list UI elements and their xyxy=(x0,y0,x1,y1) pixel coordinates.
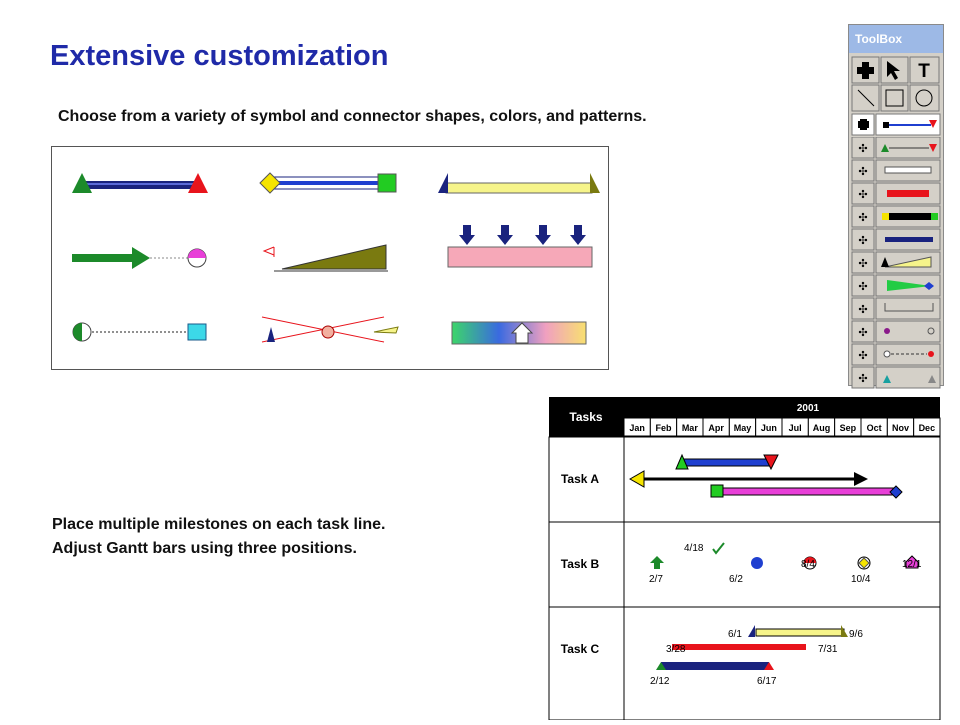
task-a-label: Task A xyxy=(561,472,599,486)
sample-pink-bar-with-arrows[interactable] xyxy=(448,225,592,267)
plus-icon[interactable] xyxy=(852,57,879,83)
style-row-7[interactable]: ✣ xyxy=(852,252,940,273)
task-b-label-8-4: 8/4 xyxy=(801,559,815,570)
style-row-6[interactable]: ✣ xyxy=(852,229,940,250)
year-header: 2001 xyxy=(797,403,820,414)
style-row-12[interactable]: ✣ xyxy=(852,367,940,388)
sample-navy-bar[interactable] xyxy=(72,173,208,193)
month-label: Dec xyxy=(919,423,936,433)
shape-samples-canvas xyxy=(52,147,608,369)
sample-crossed-connector[interactable] xyxy=(262,317,398,342)
svg-text:✣: ✣ xyxy=(858,281,867,293)
month-label: Sep xyxy=(840,423,857,433)
task-b-label-6-2: 6/2 xyxy=(729,574,743,585)
sample-yellow-bar[interactable] xyxy=(438,173,600,193)
toolbox-window[interactable]: ToolBox T xyxy=(848,24,944,386)
task-b-milestone-6-2[interactable] xyxy=(751,557,763,569)
style-row-4[interactable]: ✣ xyxy=(852,183,940,204)
svg-text:✣: ✣ xyxy=(858,258,867,270)
subtitle: Choose from a variety of symbol and conn… xyxy=(58,108,647,126)
month-label: Jul xyxy=(789,423,802,433)
sample-dotted-connector[interactable] xyxy=(73,323,206,341)
shape-samples-panel xyxy=(51,146,609,370)
gantt-canvas: Tasks 2001 Jan Feb Mar Apr May Jun Jul Aug Sep Oc… xyxy=(548,397,941,720)
task-c-label-9-6: 9/6 xyxy=(849,629,863,640)
style-row-9[interactable]: ✣ xyxy=(852,298,940,319)
svg-text:T: T xyxy=(918,61,930,82)
svg-text:✣: ✣ xyxy=(858,304,867,316)
sample-wedge[interactable] xyxy=(264,245,388,271)
task-c-label: Task C xyxy=(561,642,600,656)
svg-text:✣: ✣ xyxy=(858,212,867,224)
style-row-8[interactable]: ✣ xyxy=(852,275,940,296)
task-b-label-10-4: 10/4 xyxy=(851,574,871,585)
svg-text:✣: ✣ xyxy=(858,166,867,178)
style-row-3[interactable]: ✣ xyxy=(852,160,940,181)
note-gantt-bars: Adjust Gantt bars using three positions. xyxy=(52,540,357,558)
toolbox-title[interactable]: ToolBox xyxy=(849,25,943,53)
task-c-label-3-28: 3/28 xyxy=(666,644,686,655)
task-c-navy-bar[interactable] xyxy=(656,662,774,670)
style-row-10[interactable]: ✣ xyxy=(852,321,940,342)
month-header-row: Jan Feb Mar Apr May Jun Jul Aug Sep Oct Nov Dec xyxy=(624,418,940,436)
style-row-2[interactable]: ✣ xyxy=(852,137,940,158)
task-c-label-2-12: 2/12 xyxy=(650,676,670,687)
month-label: Jan xyxy=(629,423,645,433)
page-title: Extensive customization xyxy=(50,40,388,73)
month-label: May xyxy=(734,423,752,433)
month-label: Jun xyxy=(761,423,777,433)
month-label: Apr xyxy=(708,423,724,433)
task-c-label-7-31: 7/31 xyxy=(818,644,838,655)
style-row-5[interactable]: ✣ xyxy=(852,206,940,227)
task-c-label-6-1: 6/1 xyxy=(728,629,742,640)
month-label: Nov xyxy=(892,423,909,433)
task-b-label: Task B xyxy=(561,557,600,571)
ellipse-icon[interactable] xyxy=(910,85,939,111)
pointer-icon[interactable] xyxy=(881,57,908,83)
task-b-label-12-1: 12/1 xyxy=(902,559,922,570)
task-b-milestone-10-4[interactable] xyxy=(858,557,870,569)
task-b-label-4-18: 4/18 xyxy=(684,543,704,554)
svg-text:✣: ✣ xyxy=(858,350,867,362)
svg-text:✣: ✣ xyxy=(858,327,867,339)
month-label: Mar xyxy=(682,423,699,433)
style-row-1[interactable] xyxy=(852,114,940,135)
month-label: Aug xyxy=(813,423,831,433)
note-milestones: Place multiple milestones on each task l… xyxy=(52,516,385,534)
sample-green-arrow[interactable] xyxy=(72,247,206,269)
svg-text:✣: ✣ xyxy=(858,189,867,201)
svg-text:✣: ✣ xyxy=(858,143,867,155)
svg-text:✣: ✣ xyxy=(858,235,867,247)
line-icon[interactable] xyxy=(852,85,879,111)
task-c-red-bar[interactable] xyxy=(672,644,806,650)
task-b-label-2-7: 2/7 xyxy=(649,574,663,585)
tasks-column-header: Tasks xyxy=(569,410,602,424)
gantt-chart: Tasks 2001 Jan Feb Mar Apr May Jun Jul Aug Sep Oc… xyxy=(548,397,941,720)
month-label: Feb xyxy=(655,423,672,433)
sample-blue-bar[interactable] xyxy=(260,173,396,193)
rectangle-icon[interactable] xyxy=(881,85,908,111)
task-c-label-6-17: 6/17 xyxy=(757,676,777,687)
text-icon[interactable]: T xyxy=(910,57,939,83)
sample-gradient-bar[interactable] xyxy=(452,322,586,344)
svg-text:✣: ✣ xyxy=(858,373,867,385)
style-row-11[interactable]: ✣ xyxy=(852,344,940,365)
month-label: Oct xyxy=(867,423,882,433)
toolbox-style-rows: ✣ ✣ ✣ ✣ ✣ ✣ ✣ xyxy=(849,137,943,407)
